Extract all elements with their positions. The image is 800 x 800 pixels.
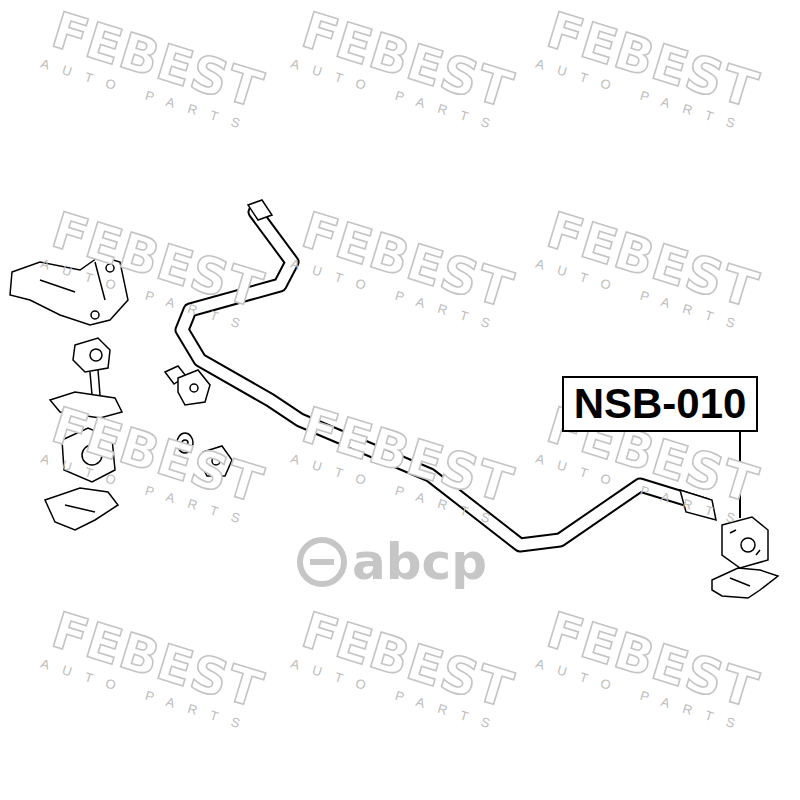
watermark: FEBESTAUTO PARTS (289, 204, 521, 335)
logo-mark (300, 540, 344, 584)
logo-text: abcp (352, 537, 487, 587)
watermark: FEBESTAUTO PARTS (289, 4, 521, 135)
watermark: FEBESTAUTO PARTS (39, 604, 271, 735)
part-number-box: NSB-010 (562, 376, 759, 432)
watermark: FEBESTAUTO PARTS (534, 204, 766, 335)
watermark: FEBESTAUTO PARTS (289, 604, 521, 735)
watermark: FEBESTAUTO PARTS (534, 4, 766, 135)
part-number: NSB-010 (574, 383, 747, 425)
watermark: FEBESTAUTO PARTS (289, 399, 521, 530)
watermark: FEBESTAUTO PARTS (39, 4, 271, 135)
watermark: FEBESTAUTO PARTS (534, 604, 766, 735)
